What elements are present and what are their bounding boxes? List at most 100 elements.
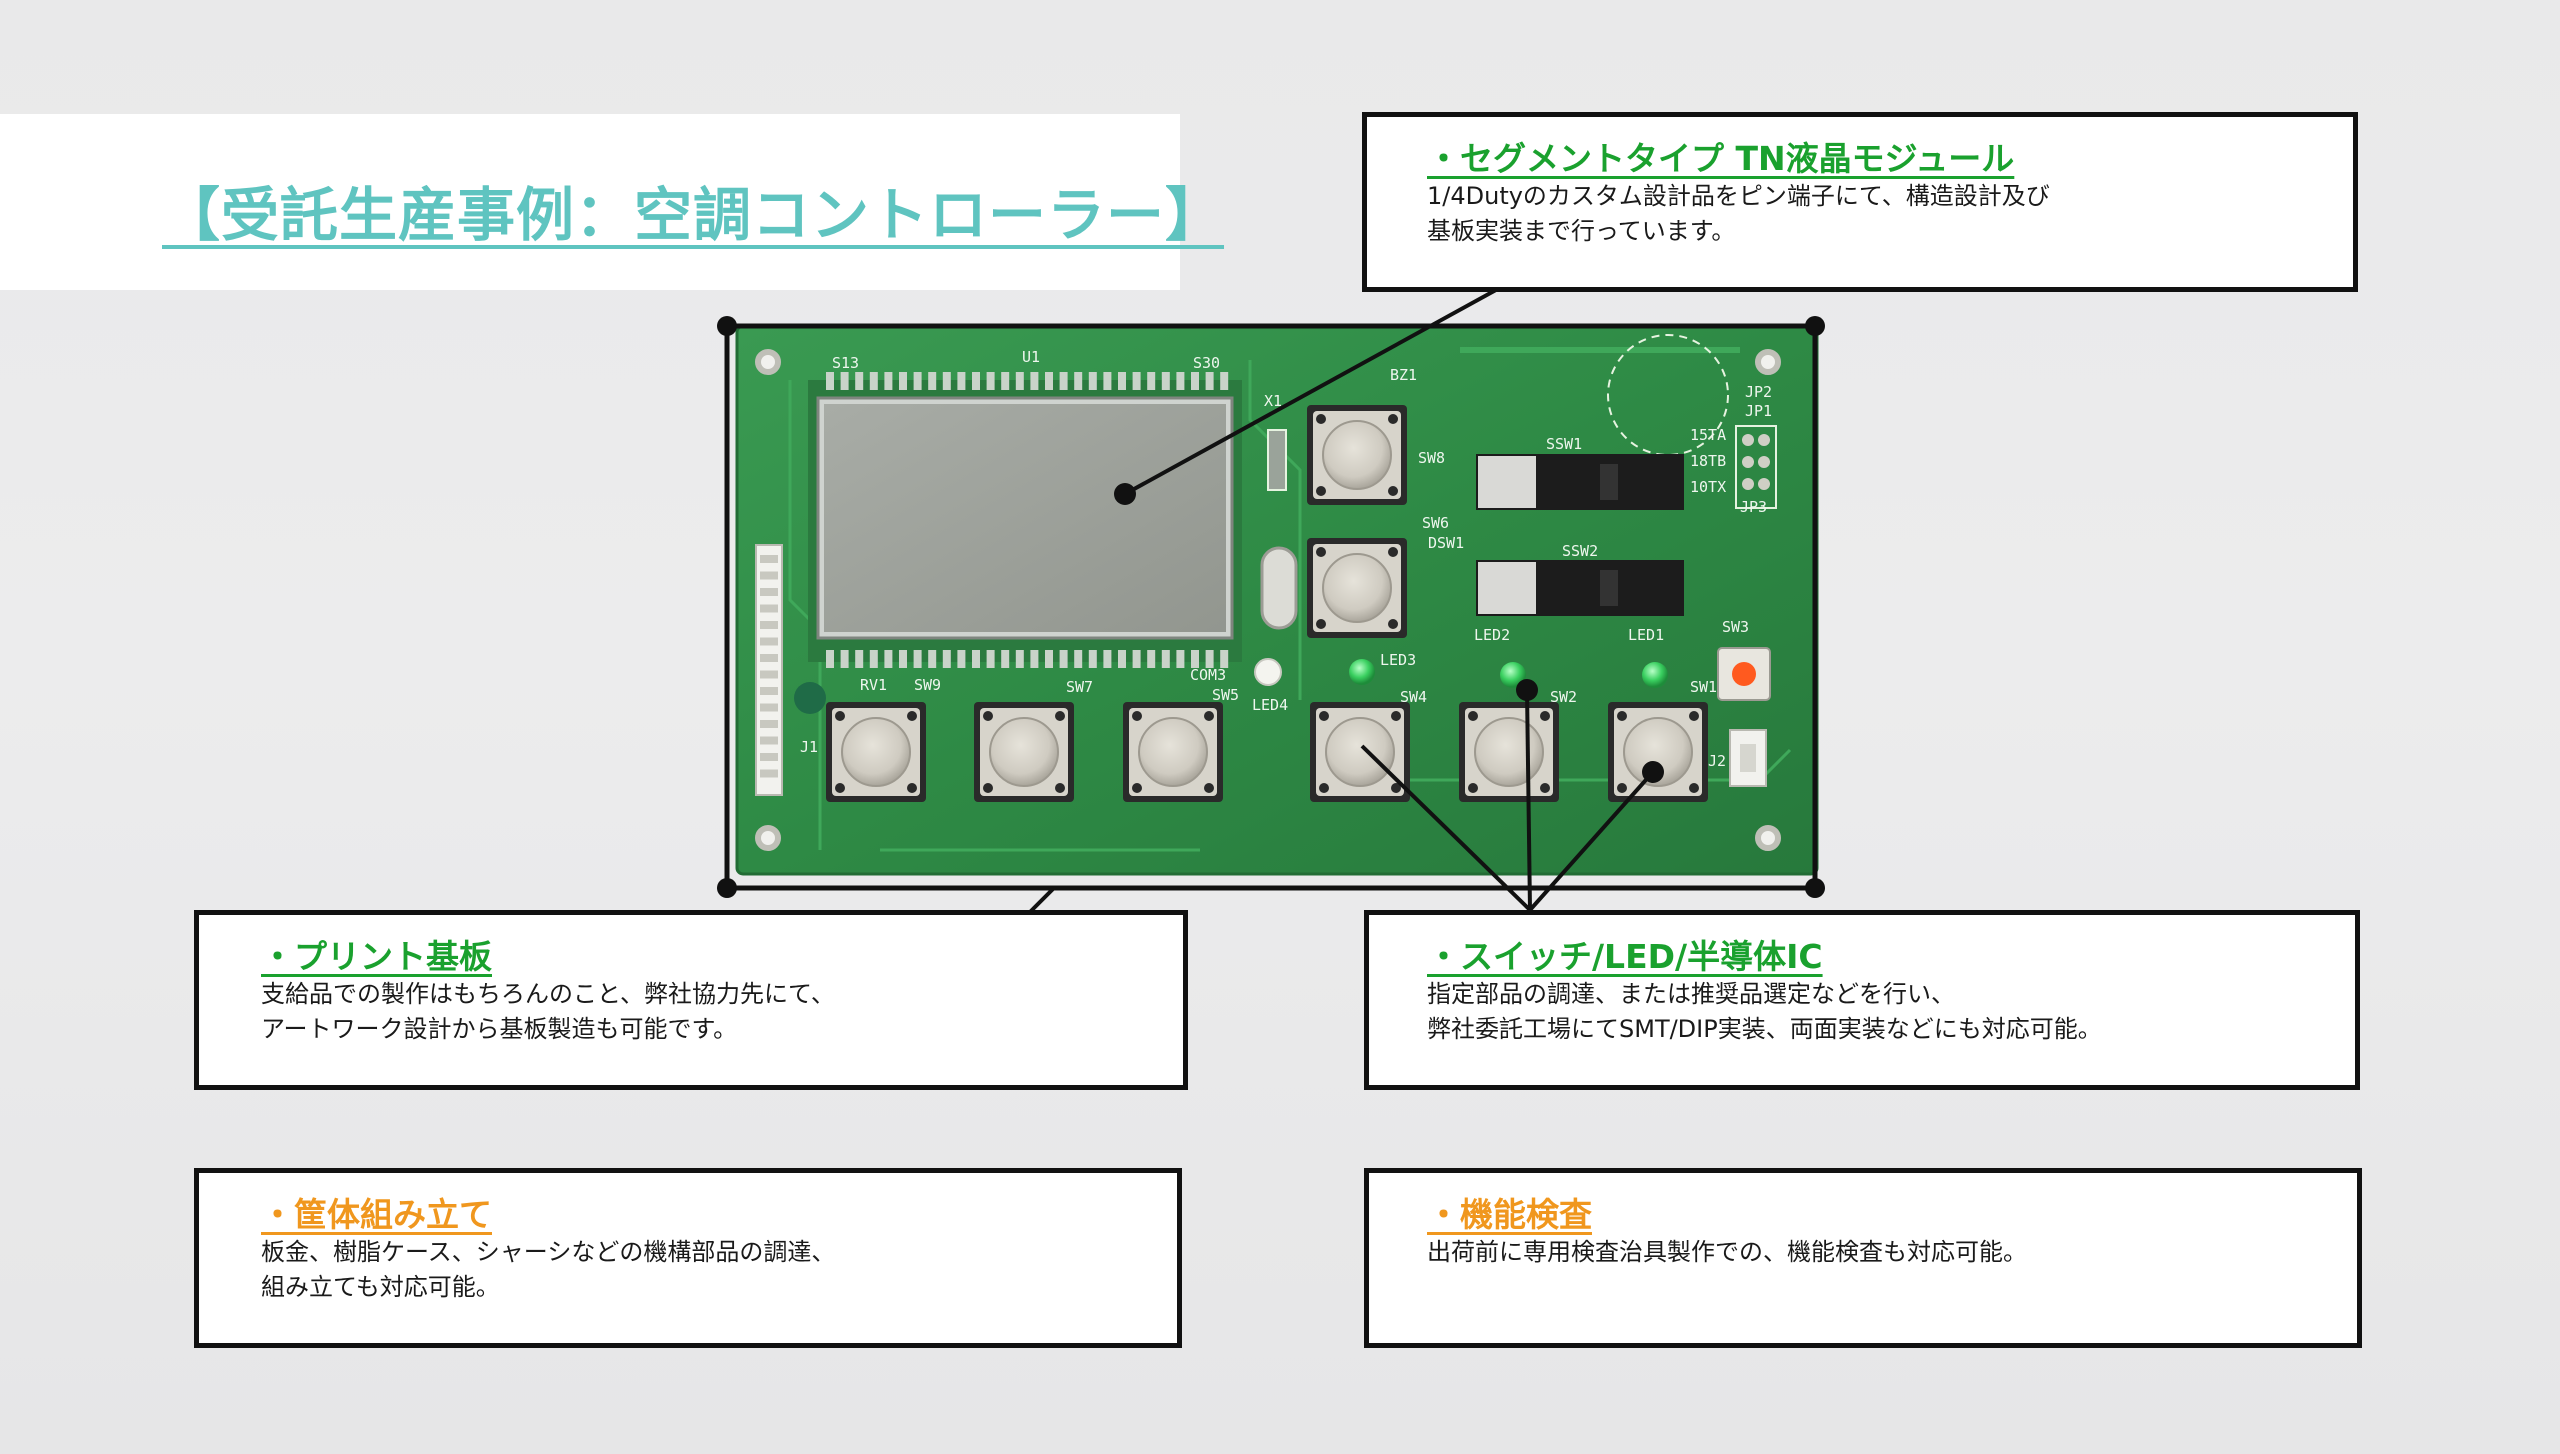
j1-pin <box>760 769 778 778</box>
silk-sw7: SW7 <box>1066 678 1093 696</box>
lcd-pin <box>1176 372 1185 390</box>
silk-com3: COM3 <box>1190 666 1226 684</box>
silk-ssw2: SSW2 <box>1562 542 1598 560</box>
lcd-pin <box>1132 650 1141 668</box>
led-led1 <box>1642 662 1668 688</box>
j1-pin <box>760 637 778 646</box>
lcd-module <box>808 372 1242 668</box>
lcd-pin <box>1088 372 1097 390</box>
board-outline-frame <box>717 316 1825 898</box>
lcd-pin <box>826 650 834 668</box>
tactile-button-sw4 <box>1310 702 1410 802</box>
lcd-pin <box>899 372 907 390</box>
lcd-pin <box>928 650 937 668</box>
silk-15ta: 15TA <box>1690 426 1726 444</box>
lcd-pin <box>1118 372 1126 390</box>
lcd-pin <box>986 372 995 390</box>
callout-lcd: ・セグメントタイプ TN液晶モジュール 1/4Dutyのカスタム設計品をピン端子… <box>1362 112 2358 292</box>
silk-sw2: SW2 <box>1550 688 1577 706</box>
leader-dot-led <box>1516 679 1538 701</box>
lcd-pin <box>1220 650 1229 668</box>
lcd-pin <box>928 372 937 390</box>
silk-jp3: JP3 <box>1740 498 1767 516</box>
lcd-pin <box>942 372 951 390</box>
lcd-pin <box>884 650 893 668</box>
leader-pcb <box>1028 886 1056 914</box>
j1-pin <box>760 736 778 745</box>
callout-pcb-line2: アートワーク設計から基板製造も可能です。 <box>261 1015 738 1043</box>
tactile-button-sw2 <box>1459 702 1559 802</box>
lcd-pin <box>972 372 980 390</box>
lcd-pin <box>1132 372 1141 390</box>
leader-dot-lcd <box>1114 483 1136 505</box>
lcd-pin <box>1103 372 1112 390</box>
led-led4 <box>1254 658 1282 686</box>
silk-x1: X1 <box>1264 392 1282 410</box>
callout-switch: ・スイッチ/LED/半導体IC 指定部品の調達、または推奨品選定などを行い、 弊… <box>1364 910 2360 1090</box>
title-bar <box>0 114 1180 290</box>
connector-j1 <box>755 544 783 796</box>
lcd-pin <box>1059 650 1068 668</box>
silk-jp1: JP1 <box>1745 402 1772 420</box>
j1-pin <box>760 588 778 596</box>
slide-switch-ssw2 <box>1476 560 1684 616</box>
lcd-pin <box>869 650 878 668</box>
leader-switch-3 <box>1528 770 1655 912</box>
callout-case-line1: 板金、樹脂ケース、シャーシなどの機構部品の調達、 <box>261 1238 836 1266</box>
lcd-pin <box>1103 650 1112 668</box>
lcd-pin <box>957 650 966 668</box>
lcd-pin <box>1059 372 1068 390</box>
j1-pin <box>760 621 778 629</box>
j1-pin <box>760 687 778 695</box>
silk-18tb: 18TB <box>1690 452 1726 470</box>
callout-inspect-line1: 出荷前に専用検査治具製作での、機能検査も対応可能。 <box>1427 1238 2027 1266</box>
lcd-pin <box>855 372 864 390</box>
callout-lcd-line1: 1/4Dutyのカスタム設計品をピン端子にて、構造設計及び <box>1427 182 2050 210</box>
lcd-pin <box>1118 650 1126 668</box>
j1-pin <box>760 604 778 613</box>
callout-switch-line2: 弊社委託工場にてSMT/DIP実装、両面実装などにも対応可能。 <box>1427 1015 2102 1043</box>
silk-ssw1: SSW1 <box>1546 435 1582 453</box>
tactile-button-sw7 <box>974 702 1074 802</box>
lcd-pin <box>913 372 922 390</box>
silk-s30: S30 <box>1193 354 1220 372</box>
lcd-pin <box>1015 650 1024 668</box>
tactile-button-sw6 <box>1307 538 1407 638</box>
silk-sw5: SW5 <box>1212 686 1239 704</box>
silk-s13: S13 <box>832 354 859 372</box>
callout-case-heading: ・筐体組み立て <box>261 1195 492 1234</box>
silk-j1: J1 <box>800 738 818 756</box>
lcd-pin <box>972 650 980 668</box>
j1-pin <box>760 753 778 761</box>
lcd-pin <box>1161 650 1170 668</box>
j1-pin <box>760 571 778 580</box>
led-led3 <box>1349 659 1375 685</box>
silk-sw1: SW1 <box>1690 678 1717 696</box>
lcd-pin <box>957 372 966 390</box>
callout-lcd-line2: 基板実装まで行っています。 <box>1427 217 1736 245</box>
callout-pcb: ・プリント基板 支給品での製作はもちろんのこと、弊社協力先にて、 アートワーク設… <box>194 910 1188 1090</box>
silk-sw9: SW9 <box>914 676 941 694</box>
lcd-pin <box>1176 650 1185 668</box>
lcd-pin <box>1074 650 1083 668</box>
j1-pin <box>760 670 778 679</box>
callout-pcb-heading: ・プリント基板 <box>261 937 492 976</box>
lcd-pin <box>1030 650 1039 668</box>
lcd-pin <box>1161 372 1170 390</box>
silk-dsw1: DSW1 <box>1428 534 1464 552</box>
j1-pin <box>760 654 778 662</box>
callout-case-line2: 組み立ても対応可能。 <box>261 1273 500 1301</box>
lcd-pin <box>942 650 951 668</box>
lcd-pin <box>840 650 849 668</box>
crystal-oscillator <box>1260 546 1298 630</box>
lcd-pin <box>1030 372 1039 390</box>
lcd-pin <box>884 372 893 390</box>
leader-lcd <box>1124 283 1506 496</box>
lcd-pin <box>1045 372 1053 390</box>
callout-pcb-line1: 支給品での製作はもちろんのこと、弊社協力先にて、 <box>261 980 835 1008</box>
tactile-buttons <box>826 405 1708 802</box>
slide-switch-ssw1 <box>1476 454 1684 510</box>
lcd-pin <box>1074 372 1083 390</box>
silk-sw4: SW4 <box>1400 688 1427 706</box>
